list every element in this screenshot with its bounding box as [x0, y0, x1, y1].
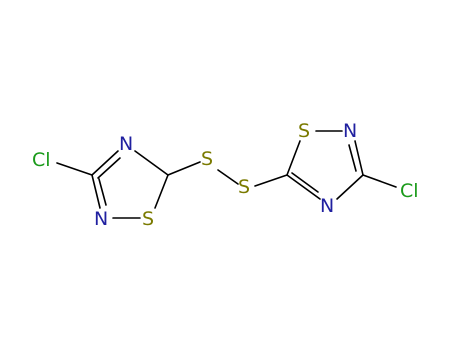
- atom-n-bottom-right: N: [320, 195, 334, 217]
- bond-slink-c5-right: [254, 174, 288, 187]
- atom-s-ring-left: S: [142, 208, 154, 230]
- atom-s-link-right: S: [238, 176, 250, 198]
- bond-n4-c5-right-a: [286, 174, 321, 200]
- left-ring-bonds: [56, 150, 201, 219]
- bond-c5-s1-right: [286, 140, 301, 176]
- bond-c3-n4-left-b: [97, 157, 121, 179]
- bond-c5-slink-left: [167, 161, 201, 176]
- atom-n-bottom-left: N: [94, 208, 108, 230]
- right-ring-bonds: [254, 130, 397, 200]
- bond-n2-c3-right-b: [348, 144, 357, 172]
- bond-c3-n4-left-a: [91, 150, 119, 176]
- atom-n-top-right: N: [343, 120, 357, 142]
- atom-s-ring-right: S: [298, 120, 310, 142]
- bond-n2-c3-left-b: [98, 178, 107, 206]
- bond-c3-cl-right: [362, 174, 397, 188]
- atom-n-top-left: N: [119, 133, 133, 155]
- atom-cl-right: Cl: [400, 180, 419, 202]
- bond-n2-c3-right-a: [354, 140, 364, 176]
- bond-n2-c3-left-a: [91, 174, 101, 209]
- bond-n4-c5-left: [134, 150, 169, 176]
- bond-disulfide: [217, 169, 239, 185]
- bond-c5-s1-left: [154, 174, 169, 209]
- atom-labels: Cl N N S S S S N N Cl: [32, 120, 419, 230]
- bond-n4-c5-right-b: [291, 172, 319, 193]
- atom-cl-left: Cl: [32, 149, 51, 171]
- bond-c3-n4-right: [336, 174, 364, 200]
- bond-c3-cl-left: [56, 162, 93, 176]
- atom-s-link-left: S: [201, 148, 213, 170]
